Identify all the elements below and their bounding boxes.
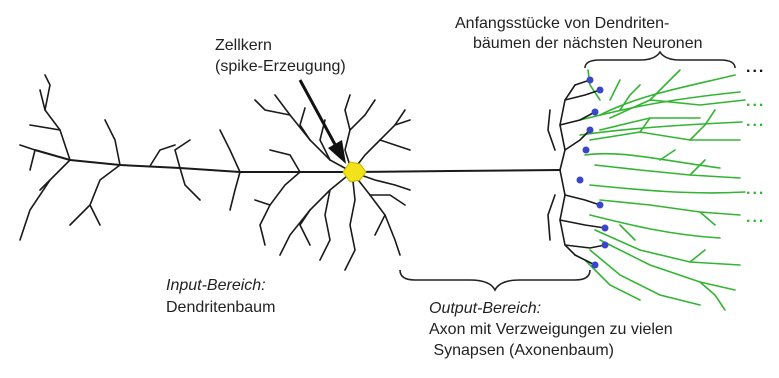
- next-dendrites-label-line1: Anfangsstücke von Dendriten-: [455, 14, 669, 34]
- next-dendrites-label-line2: bäumen der nächsten Neuronen: [473, 34, 703, 54]
- nucleus-label-line2: (spike-Erzeugung): [215, 57, 346, 77]
- synapses: [577, 77, 609, 269]
- output-line2: Synapsen (Axonenbaum): [429, 341, 614, 361]
- nucleus-label-line1: Zellkern: [215, 36, 272, 56]
- input-title: Input-Bereich:: [166, 276, 266, 296]
- continuation-dots-4: ...: [746, 180, 765, 200]
- continuation-dots-3: ...: [746, 112, 765, 132]
- soma: [343, 162, 366, 182]
- continuation-dots-2: ...: [746, 92, 765, 112]
- next-neurons-brace: [585, 52, 735, 68]
- continuation-dots-1: ...: [746, 58, 765, 78]
- input-body: Dendritenbaum: [166, 298, 275, 318]
- output-title: Output-Bereich:: [429, 299, 541, 319]
- output-brace: [400, 270, 590, 290]
- nucleus-arrow: [300, 80, 346, 164]
- output-line1: Axon mit Verzweigungen zu vielen: [429, 320, 673, 340]
- next-neuron-dendrites: [580, 70, 745, 310]
- continuation-dots-5: ...: [746, 208, 765, 228]
